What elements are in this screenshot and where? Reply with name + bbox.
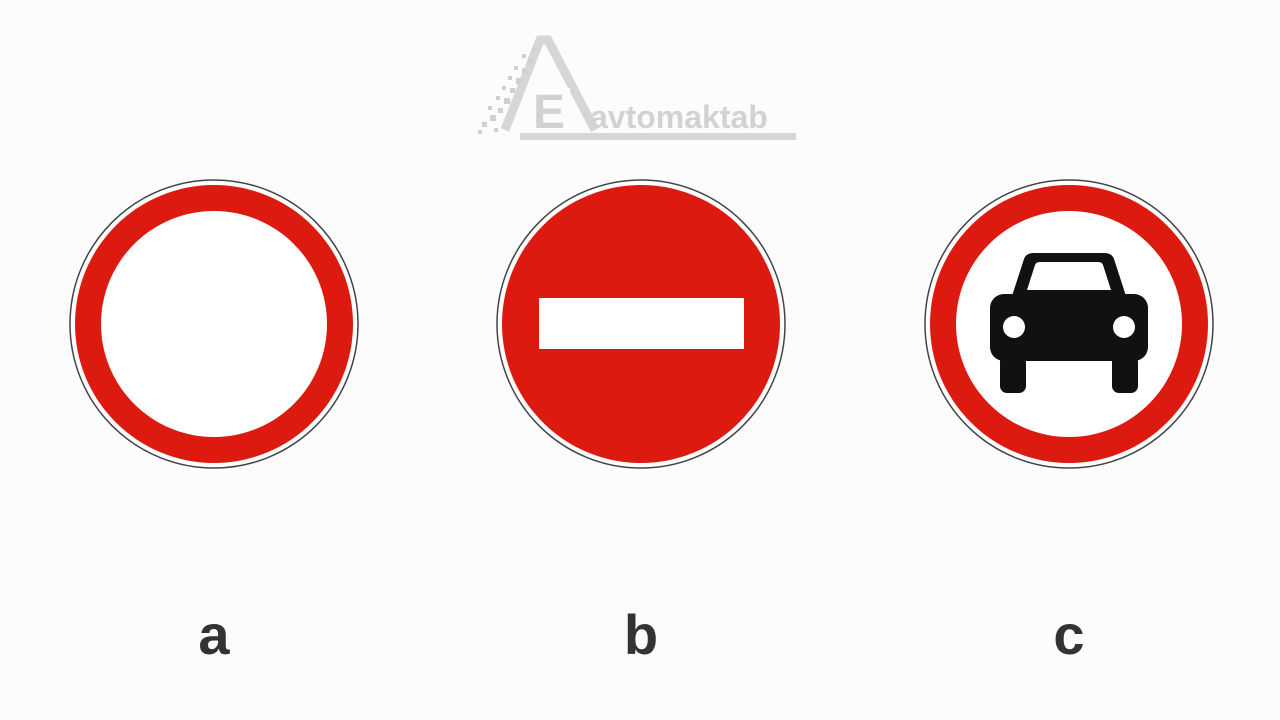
no-entry-sign-icon <box>496 179 786 469</box>
watermark-letter: E <box>533 86 565 139</box>
sign-no-motor-vehicles <box>924 179 1214 469</box>
no-motor-vehicles-sign-icon <box>924 179 1214 469</box>
watermark-logo: E avtomaktab <box>470 30 810 150</box>
no-vehicles-sign-icon <box>69 179 359 469</box>
sign-label-b: b <box>623 603 659 666</box>
sign-no-vehicles <box>69 179 359 469</box>
sign-label-c: c <box>1053 603 1085 666</box>
sign-no-entry <box>496 179 786 469</box>
watermark-logo-graphic: E avtomaktab <box>478 35 796 140</box>
watermark-brand-text: avtomaktab <box>590 99 768 135</box>
car-icon <box>990 253 1148 393</box>
sign-label-a: a <box>198 603 230 666</box>
watermark-dots <box>478 48 536 134</box>
